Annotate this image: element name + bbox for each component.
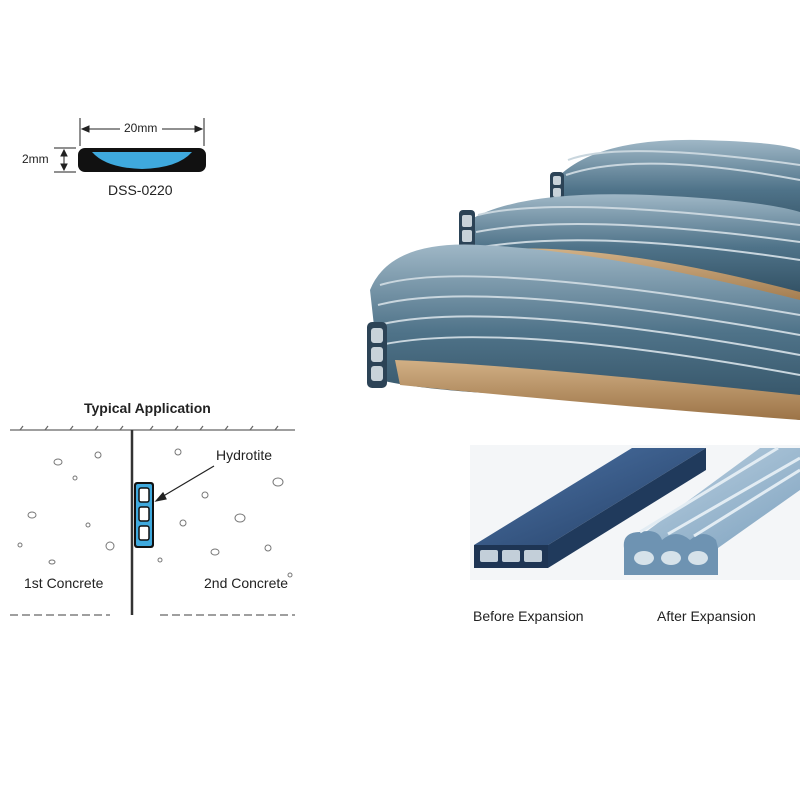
after-expansion-label: After Expansion bbox=[657, 608, 756, 624]
second-concrete-label: 2nd Concrete bbox=[204, 575, 289, 591]
application-title: Typical Application bbox=[84, 400, 211, 416]
strip-before-expansion bbox=[474, 448, 706, 568]
concrete-aggregate bbox=[17, 448, 293, 578]
hydrotite-profile bbox=[134, 482, 154, 548]
strip-after-expansion bbox=[623, 446, 800, 575]
hydrotite-label: Hydrotite bbox=[216, 447, 273, 463]
ground-surface bbox=[10, 425, 295, 616]
before-expansion-label: Before Expansion bbox=[473, 608, 584, 624]
profile-height-label: 2mm bbox=[22, 152, 49, 166]
width-dimension bbox=[79, 118, 205, 146]
hydrotite-leader-arrow bbox=[154, 465, 215, 502]
dss-0220-profile bbox=[78, 148, 206, 172]
coil-front bbox=[367, 244, 800, 420]
profile-width-label: 20mm bbox=[124, 121, 158, 135]
first-concrete-label: 1st Concrete bbox=[24, 575, 104, 591]
height-dimension bbox=[54, 147, 76, 173]
profile-code: DSS-0220 bbox=[108, 182, 173, 198]
